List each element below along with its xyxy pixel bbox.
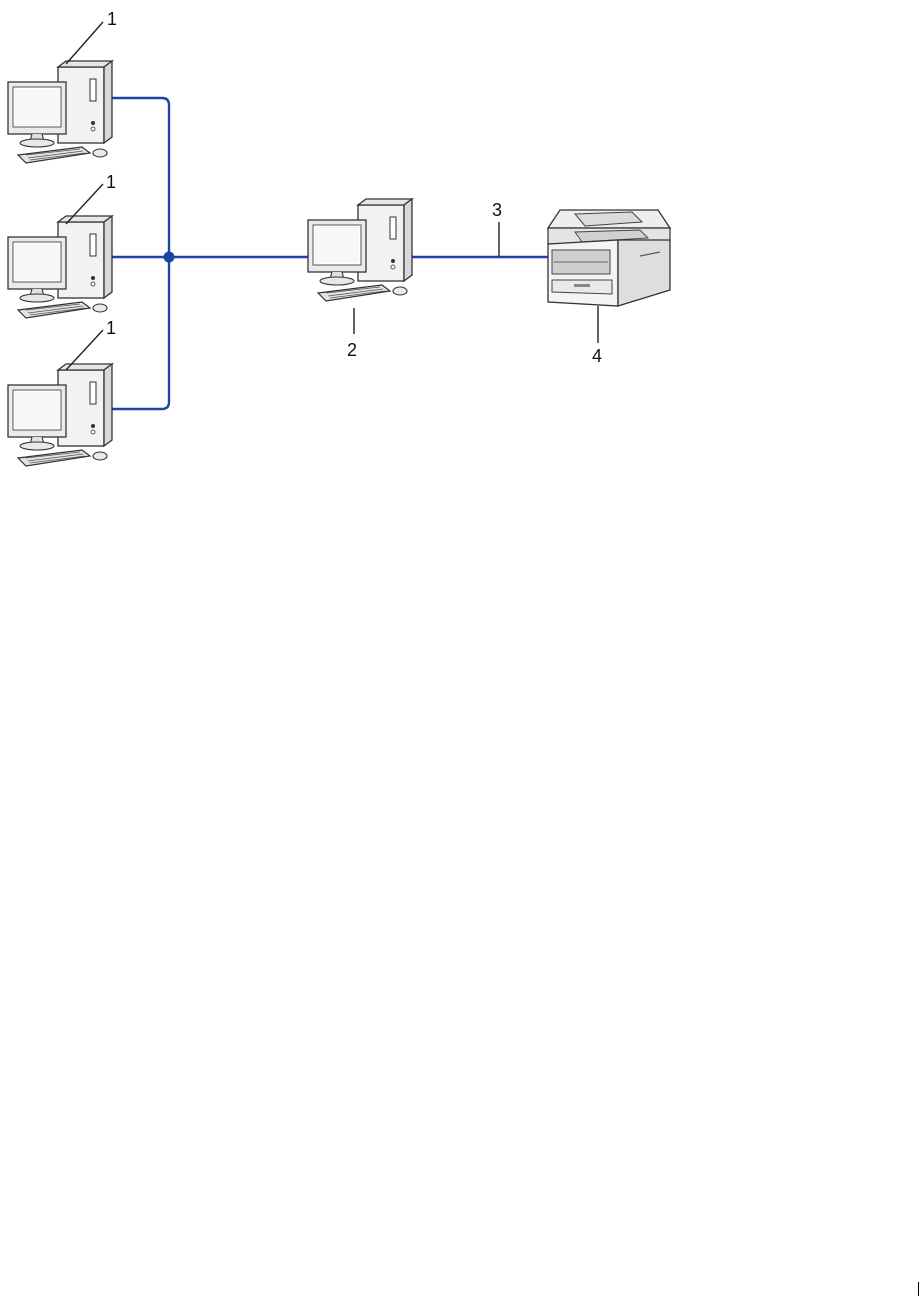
network-junction-dot xyxy=(164,252,175,263)
desktop-computer-icon xyxy=(8,364,112,466)
desktop-computer-icon xyxy=(8,61,112,163)
desktop-computer-icon xyxy=(308,199,412,301)
shared-pc xyxy=(308,199,412,301)
callout-printer: 4 xyxy=(592,346,602,366)
callout-usb-cable: 3 xyxy=(492,200,502,220)
desktop-computer-icon xyxy=(8,216,112,318)
callout-leaders xyxy=(66,22,598,370)
callout-client-pc-bottom: 1 xyxy=(106,318,116,338)
callout-client-pc-top: 1 xyxy=(107,9,117,29)
callout-shared-pc: 2 xyxy=(347,340,357,360)
cable-top-client xyxy=(106,98,169,409)
client-pc-bottom xyxy=(8,364,112,466)
multifunction-printer-icon xyxy=(548,210,670,306)
client-pc-top xyxy=(8,61,112,163)
page-edge-mark xyxy=(918,1282,919,1296)
callout-client-pc-middle: 1 xyxy=(106,172,116,192)
client-pc-middle xyxy=(8,216,112,318)
